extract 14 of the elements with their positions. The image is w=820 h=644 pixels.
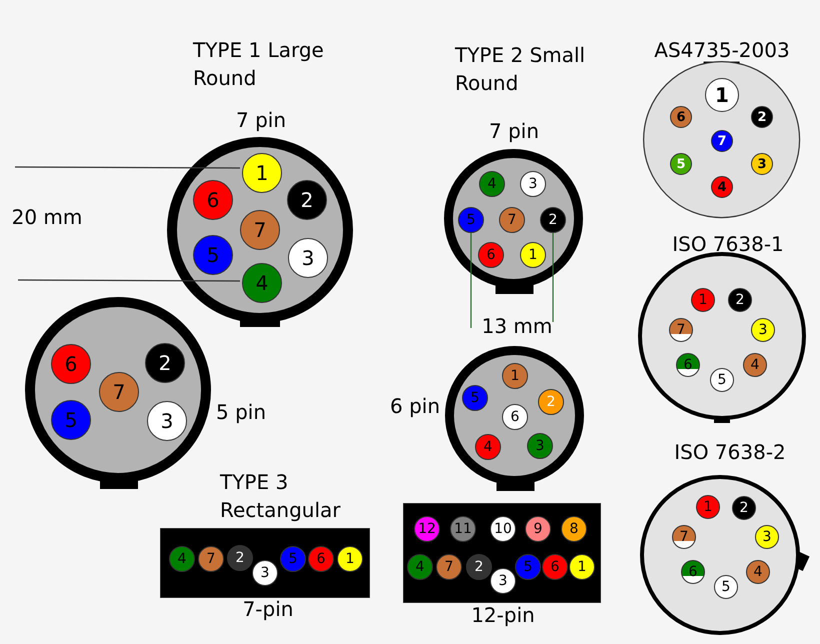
connector-title: ISO 7638-2 — [674, 440, 786, 464]
pin-count-label: 7-pin — [242, 597, 294, 621]
connector-title: ISO 7638-1 — [672, 232, 784, 256]
heading-label: TYPE 3 Rectangular — [220, 469, 342, 524]
pin-count-label: 6 pin — [390, 394, 440, 418]
heading-label: TYPE 1 Large Round — [193, 37, 325, 92]
connector-title: AS4735-2003 — [654, 38, 790, 62]
pin-count-label: 12-pin — [471, 603, 535, 627]
heading-label: 20 mm — [12, 205, 82, 229]
heading-label: TYPE 2 Small Round — [455, 42, 586, 97]
pin-count-label: 7 pin — [489, 119, 539, 143]
pin-count-label: 5 pin — [216, 400, 266, 424]
heading-label: 13 mm — [482, 314, 552, 338]
pin-count-label: 7 pin — [236, 108, 286, 132]
